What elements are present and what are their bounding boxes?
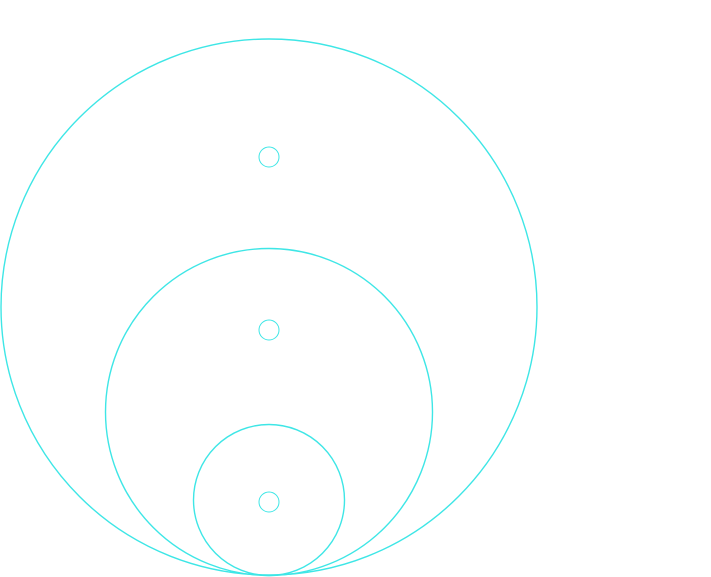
middle-center-marker — [258, 319, 280, 341]
outer-circle — [0, 38, 538, 576]
inner-circle — [192, 423, 346, 577]
middle-circle — [104, 247, 434, 577]
outer-center-marker — [258, 146, 280, 168]
inner-center-marker — [258, 491, 280, 513]
